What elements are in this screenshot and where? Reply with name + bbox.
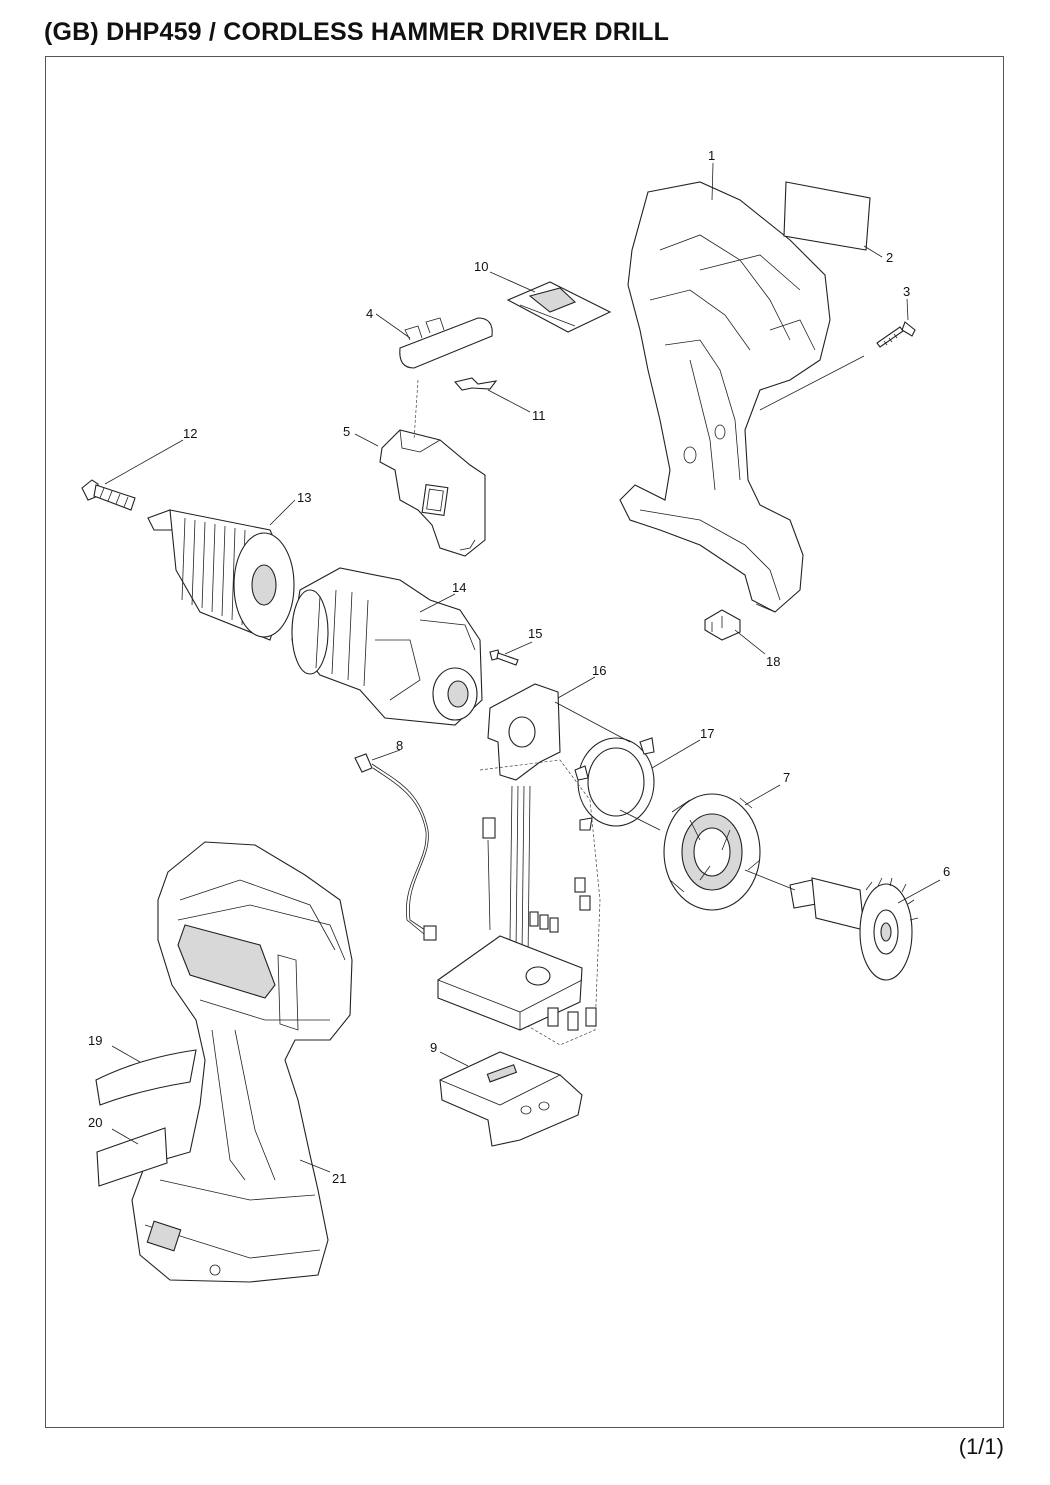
part-label (783, 181, 871, 251)
part-housing-set (619, 181, 831, 613)
callout-7: 7 (783, 770, 790, 785)
callout-10: 10 (474, 259, 488, 274)
callout-5: 5 (343, 424, 350, 439)
callout-2: 2 (886, 250, 893, 265)
part-switch (379, 429, 486, 557)
part-controller (437, 935, 597, 1031)
callout-21: 21 (332, 1171, 346, 1186)
callout-13: 13 (297, 490, 311, 505)
callout-20: 20 (88, 1115, 102, 1130)
callout-11: 11 (532, 408, 546, 423)
part-baffle-plate (487, 683, 561, 781)
part-terminal (439, 1051, 583, 1147)
part-change-lever (399, 317, 493, 369)
part-housing-body (131, 841, 353, 1283)
callout-1: 1 (708, 148, 715, 163)
callout-17: 17 (700, 726, 714, 741)
part-drill-chuck (147, 509, 295, 641)
callout-14: 14 (452, 580, 466, 595)
callout-18: 18 (766, 654, 780, 669)
part-stator (663, 793, 761, 911)
page-title: (GB) DHP459 / CORDLESS HAMMER DRIVER DRI… (44, 18, 670, 46)
callout-15: 15 (528, 626, 542, 641)
part-chuck-screw (81, 479, 136, 511)
callout-12: 12 (183, 426, 197, 441)
part-leaf-spring (453, 377, 498, 391)
diagram-frame (45, 56, 1004, 1428)
leader-lines (104, 162, 941, 1173)
page-number: (1/1) (958, 1434, 1004, 1459)
callout-4: 4 (366, 306, 373, 321)
part-lead-wire (354, 753, 437, 941)
part-screw-15 (489, 649, 519, 666)
part-label-20 (96, 1127, 168, 1187)
part-clip (704, 609, 741, 641)
callout-8: 8 (396, 738, 403, 753)
part-rotor (789, 877, 919, 981)
controller-wiring (449, 759, 601, 1046)
callout-3: 3 (903, 284, 910, 299)
callout-9: 9 (430, 1040, 437, 1055)
part-gear-assembly (291, 567, 483, 726)
callout-19: 19 (88, 1033, 102, 1048)
part-label-19 (95, 1049, 197, 1106)
part-insulation-ring (574, 737, 655, 831)
switch-assembly-guide (413, 379, 419, 441)
part-switch-lever (506, 281, 612, 333)
part-tapping-screw (876, 321, 916, 348)
callout-16: 16 (592, 663, 606, 678)
callout-6: 6 (943, 864, 950, 879)
